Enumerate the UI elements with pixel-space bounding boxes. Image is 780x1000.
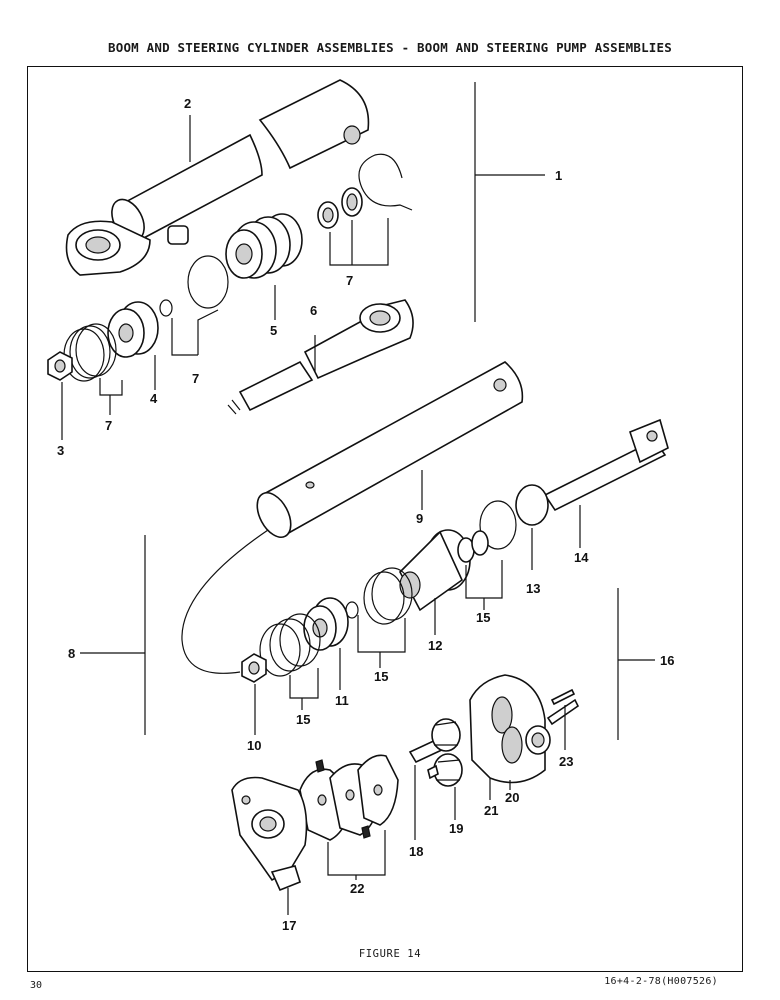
callout-15-middle: 15: [374, 669, 388, 684]
callout-8: 8: [68, 646, 75, 661]
figure-caption: FIGURE 14: [358, 948, 422, 960]
callout-23: 23: [559, 754, 573, 769]
callout-21: 21: [484, 803, 498, 818]
callout-22: 22: [350, 881, 364, 896]
callout-20: 20: [505, 790, 519, 805]
callout-labels: 1 2 3 4 5 6 7 7 7 8 9 10 11 12 13 14 15 …: [57, 96, 674, 933]
callout-16: 16: [660, 653, 674, 668]
callout-6: 6: [310, 303, 317, 318]
ring-seal-a: [371, 567, 413, 621]
callout-10: 10: [247, 738, 261, 753]
callout-15-left: 15: [296, 712, 310, 727]
page-number: 30: [30, 980, 43, 991]
hex-nut: [47, 351, 73, 381]
callout-11: 11: [335, 693, 349, 708]
callout-4: 4: [150, 391, 158, 406]
wear-plates: [299, 754, 399, 841]
page-title: BOOM AND STEERING CYLINDER ASSEMBLIES - …: [108, 40, 672, 55]
piston-small-lower: [259, 597, 349, 677]
callout-12: 12: [428, 638, 442, 653]
callout-17: 17: [282, 918, 296, 933]
piston-large: [225, 213, 303, 279]
seal-set-upper: [317, 153, 413, 229]
piston-rod: [227, 299, 414, 415]
o-ring-seal: [187, 255, 229, 309]
piston-lower: [399, 529, 489, 612]
callout-19: 19: [449, 821, 463, 836]
assembly-path-line: [181, 529, 269, 674]
callout-15-right: 15: [476, 610, 490, 625]
callout-7-middle: 7: [192, 371, 199, 386]
lower-cylinder-tube: [256, 361, 524, 538]
figure-frame: [27, 66, 743, 972]
pump-cover: [231, 776, 308, 892]
cylinder-barrel: [65, 79, 370, 276]
o-ring-lower: [479, 500, 517, 550]
callout-1: 1: [555, 168, 562, 183]
piston-small: [63, 299, 173, 382]
callout-2: 2: [184, 96, 191, 111]
callout-13: 13: [526, 581, 540, 596]
pump-gears: [408, 718, 463, 787]
leader-lines: [61, 82, 655, 915]
hex-nut-lower: [241, 653, 267, 683]
callout-5: 5: [270, 323, 277, 338]
document-code: 16+4-2-78(H007526): [604, 976, 718, 987]
callout-7-upper: 7: [346, 273, 353, 288]
callout-7-lower: 7: [105, 418, 112, 433]
ring-seal-b: [363, 571, 405, 625]
pump-housing: [469, 674, 580, 784]
callout-3: 3: [57, 443, 64, 458]
callout-9: 9: [416, 511, 423, 526]
retaining-ring: [515, 484, 549, 526]
callout-18: 18: [409, 844, 423, 859]
pump-bolt: [550, 688, 576, 706]
steering-rod: [543, 418, 669, 512]
callout-14: 14: [574, 550, 589, 565]
